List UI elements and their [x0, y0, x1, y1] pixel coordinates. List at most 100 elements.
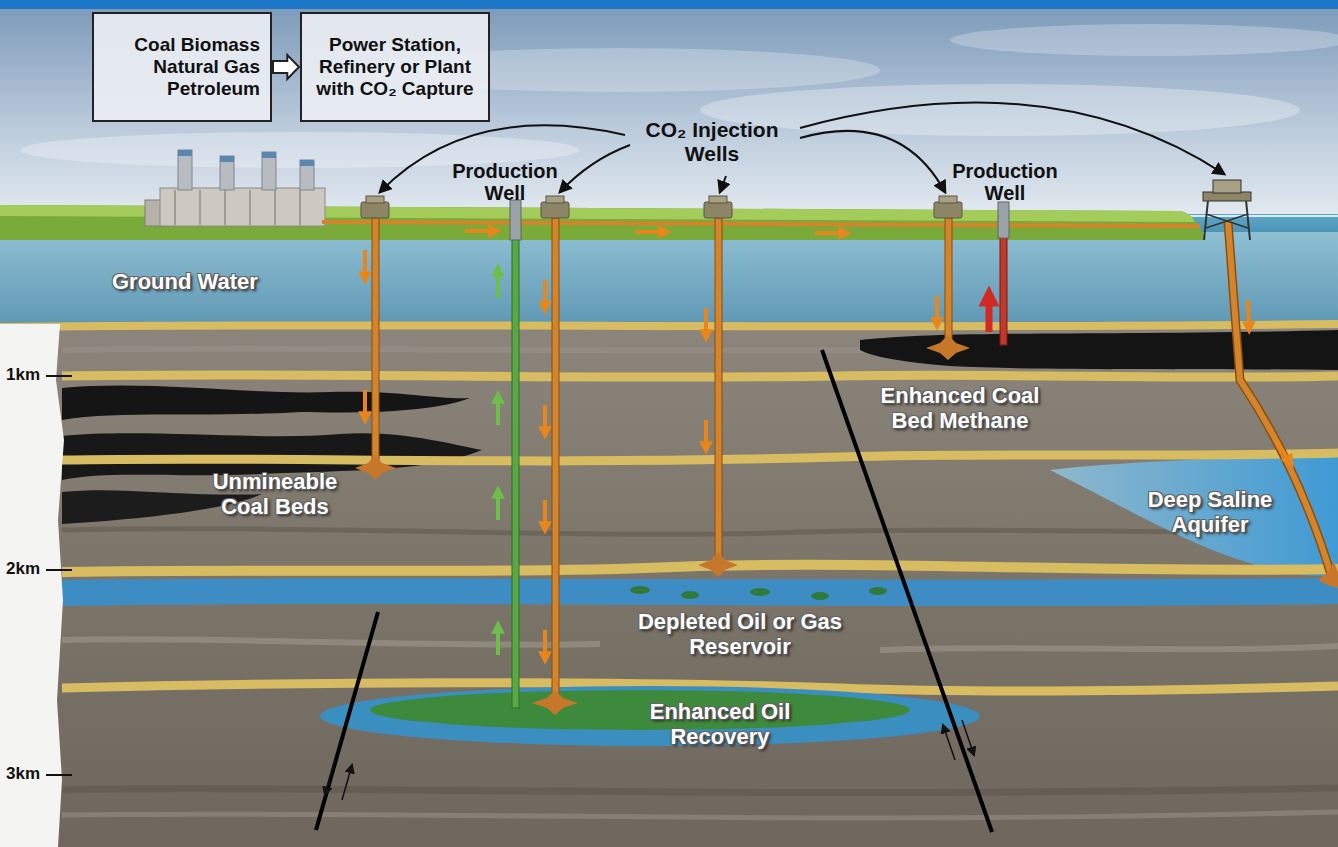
flow-arrow	[815, 231, 845, 235]
flow-arrow	[363, 250, 367, 278]
flow-arrow	[543, 280, 547, 308]
injection-well	[552, 218, 559, 700]
hollow-arrow	[273, 55, 299, 79]
depth-tick	[46, 375, 72, 377]
depth-tick	[46, 774, 72, 776]
well-rig	[541, 202, 569, 218]
strata-line	[62, 788, 1338, 793]
power-plant-stack	[300, 160, 314, 190]
well-rig	[709, 196, 727, 203]
platform-rig	[1213, 180, 1241, 193]
rock-strata	[0, 324, 1338, 847]
layer-label: Enhanced Oil Recovery	[630, 700, 810, 749]
well-label: Production Well	[945, 160, 1065, 205]
injection-burst	[355, 455, 396, 480]
oil-reservoir	[370, 690, 910, 730]
source-box: Coal Biomass Natural Gas Petroleum	[92, 12, 272, 122]
callout-arrow	[380, 125, 625, 192]
strata-line	[62, 529, 1338, 535]
sandstone-band	[62, 375, 1338, 377]
sandstone-band	[0, 324, 1338, 327]
strata-line	[880, 646, 1338, 650]
cloud	[700, 84, 1300, 136]
power-plant-stack	[220, 156, 234, 190]
layer-label: Deep Saline Aquifer	[1140, 488, 1280, 537]
fault-motion-arrow	[962, 720, 974, 755]
gas-pocket	[750, 588, 770, 596]
gas-pocket	[630, 586, 650, 594]
injection-well	[715, 218, 722, 562]
well-rig	[704, 202, 732, 218]
flow-arrow	[704, 308, 708, 336]
flow-arrow	[543, 630, 547, 658]
cloud	[950, 24, 1338, 56]
flow-arrow	[704, 420, 708, 448]
well-rig	[366, 196, 384, 203]
production-well	[512, 210, 519, 708]
flow-arrow	[543, 500, 547, 528]
coal-bed	[62, 386, 470, 420]
injection-burst	[926, 335, 970, 360]
coal-bed	[860, 330, 1338, 370]
flow-arrow	[1276, 440, 1290, 462]
sandstone-band	[62, 565, 1338, 572]
flow-arrow	[635, 230, 665, 234]
flow-arrow	[543, 405, 547, 433]
depth-label: 2km	[6, 559, 46, 578]
fault-motion-arrow	[342, 765, 352, 800]
injection-well	[372, 218, 379, 465]
gas-pocket	[811, 592, 829, 600]
flow-arrow	[986, 296, 993, 332]
well-rig	[934, 202, 962, 218]
callout-arrow	[560, 145, 630, 192]
platform-brace	[1206, 214, 1248, 228]
fault-motion-arrow	[943, 725, 955, 760]
fault-motion-arrow	[325, 760, 335, 795]
flow-arrow	[1248, 300, 1249, 328]
depth-label: 1km	[6, 365, 46, 384]
well-rig	[939, 196, 957, 203]
well-rig	[361, 202, 389, 218]
sandstone-band	[62, 453, 1338, 461]
depth-label: 3km	[6, 764, 46, 783]
top-bar	[0, 0, 1338, 9]
injection-burst	[698, 552, 738, 577]
callout-arrow	[800, 131, 945, 192]
ground-water-layer	[0, 232, 1338, 326]
depth-margin	[0, 324, 64, 847]
fault-line	[316, 612, 378, 830]
power-plant-stack-band	[220, 156, 234, 162]
layer-label: Enhanced Coal Bed Methane	[870, 384, 1050, 433]
power-plant-stack-band	[178, 150, 192, 156]
power-plant-stack	[178, 150, 192, 190]
well-label: Production Well	[445, 160, 565, 205]
production-wellhead	[998, 202, 1009, 238]
callout-arrow	[720, 176, 726, 192]
platform-leg	[1246, 200, 1250, 240]
gas-pocket	[869, 587, 887, 595]
flow-arrow	[496, 270, 500, 298]
injection-well	[945, 218, 952, 345]
strata-line	[62, 812, 1338, 818]
flow-arrow	[496, 492, 500, 520]
power-plant-detail	[175, 190, 300, 225]
platform-leg	[1204, 200, 1208, 240]
power-plant-stack	[262, 152, 276, 190]
power-plant-stack-band	[300, 160, 314, 166]
co2-pipeline	[322, 222, 1200, 226]
depth-tick	[46, 569, 72, 571]
well-rig	[546, 196, 564, 203]
layer-label: Ground Water	[112, 270, 282, 295]
flow-arrow	[496, 627, 500, 655]
callout-label: CO₂ Injection Wells	[632, 118, 792, 165]
power-plant	[160, 188, 325, 226]
flow-arrow	[363, 390, 367, 418]
box-text: Power Station, Refinery or Plant with CO…	[312, 34, 478, 100]
layer-label: Depleted Oil or Gas Reservoir	[630, 610, 850, 659]
gas-pocket	[681, 591, 699, 599]
power-plant-stack-band	[262, 152, 276, 158]
injection-burst	[1318, 562, 1338, 588]
flow-arrow	[935, 296, 939, 324]
plant-box: Power Station, Refinery or Plant with CO…	[300, 12, 490, 122]
aquifer-band	[62, 578, 1338, 606]
